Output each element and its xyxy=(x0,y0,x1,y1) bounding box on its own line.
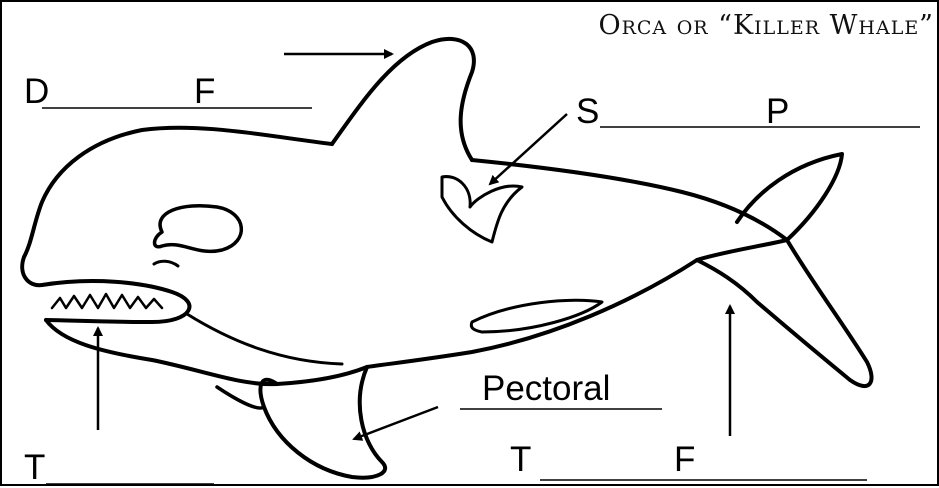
eye-patch xyxy=(155,206,242,252)
saddle-patch xyxy=(442,177,522,242)
saddle-patch-label-first: S xyxy=(576,94,599,129)
dorsal-fin-label-second: F xyxy=(194,74,215,109)
dorsal-fin-label-first: D xyxy=(24,74,49,109)
saddle-patch-label-second: P xyxy=(766,94,789,129)
eye xyxy=(154,261,178,266)
belly-patch xyxy=(187,314,342,364)
pectoral-arrow xyxy=(354,407,438,439)
teeth-label-first: T xyxy=(24,450,45,485)
teeth xyxy=(52,294,162,308)
mouth-outline xyxy=(42,281,189,322)
tail-fluke-upper xyxy=(737,154,842,240)
pectoral-label: Pectoral xyxy=(482,371,610,406)
tail-fluke-label-second: F xyxy=(674,442,695,477)
flank-patch xyxy=(471,300,602,332)
body-back-outline xyxy=(22,128,332,285)
tail-fluke-label-first: T xyxy=(510,442,531,477)
body-back-outline-2 xyxy=(472,160,787,240)
lower-jaw-line xyxy=(217,387,264,408)
saddle-patch-arrow xyxy=(490,114,567,184)
dorsal-fin-outline xyxy=(332,39,474,160)
page-title: Orca or “Killer Whale” xyxy=(502,10,934,41)
tail-fluke-lower xyxy=(697,240,872,386)
